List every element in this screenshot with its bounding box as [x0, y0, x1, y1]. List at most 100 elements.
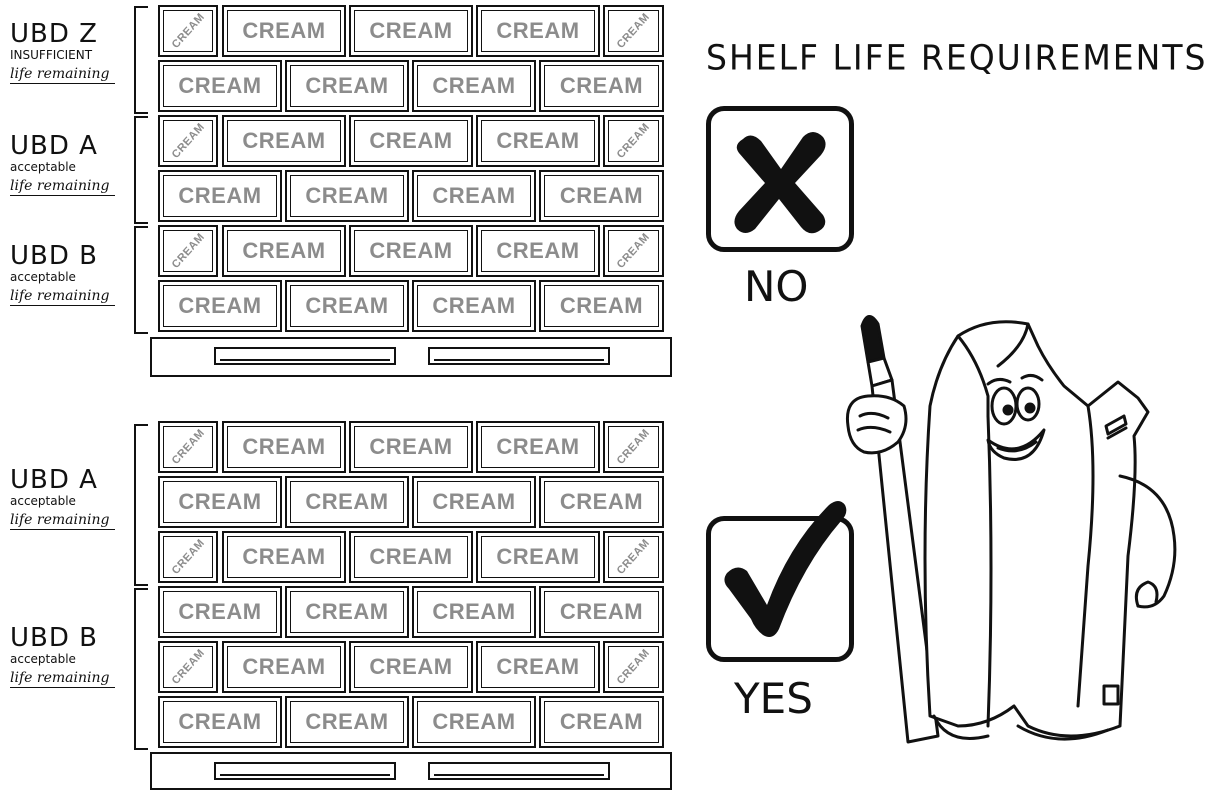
box-label: CREAM — [178, 489, 261, 515]
zone-remaining: life remaining — [10, 287, 115, 306]
box-label: CREAM — [242, 128, 325, 154]
box-label: CREAM — [305, 489, 388, 515]
cream-box: CREAM — [285, 170, 409, 222]
cream-box: CREAM — [158, 60, 282, 112]
zone-code: UBD A — [10, 466, 115, 494]
pallet-top-slot-right — [428, 347, 610, 365]
pallet-bottom-slot-right — [428, 762, 610, 780]
zone-label-ubd-b: UBD B acceptable life remaining — [10, 624, 115, 688]
cream-box-end: CREAM — [158, 115, 218, 167]
pallet-bottom-slot-left — [214, 762, 396, 780]
box-label: CREAM — [169, 121, 207, 161]
box-label: CREAM — [496, 434, 579, 460]
box-label: CREAM — [615, 647, 653, 687]
cream-box: CREAM — [349, 5, 473, 57]
box-label: CREAM — [242, 434, 325, 460]
cream-box: CREAM — [158, 280, 282, 332]
zone-bracket — [134, 424, 136, 586]
cream-box-end: CREAM — [603, 531, 664, 583]
cream-box: CREAM — [476, 115, 600, 167]
box-label: CREAM — [178, 599, 261, 625]
cream-box: CREAM — [349, 421, 473, 473]
cream-box-end: CREAM — [158, 641, 218, 693]
cream-box-end: CREAM — [158, 5, 218, 57]
zone-code: UBD Z — [10, 20, 115, 48]
box-label: CREAM — [178, 293, 261, 319]
cream-box: CREAM — [222, 115, 346, 167]
cream-box: CREAM — [222, 641, 346, 693]
cream-box: CREAM — [158, 476, 282, 528]
cream-box: CREAM — [476, 5, 600, 57]
cream-box: CREAM — [476, 225, 600, 277]
cream-box: CREAM — [158, 170, 282, 222]
box-label: CREAM — [615, 537, 653, 577]
cream-box: CREAM — [412, 60, 536, 112]
zone-qualifier: acceptable — [10, 270, 115, 285]
cream-box-end: CREAM — [603, 225, 664, 277]
cream-box-end: CREAM — [158, 421, 218, 473]
cream-box: CREAM — [158, 696, 282, 748]
zone-bracket — [134, 6, 136, 114]
box-label: CREAM — [496, 654, 579, 680]
box-row: CREAM CREAM CREAM CREAM CREAM — [158, 421, 664, 473]
cream-box-end: CREAM — [158, 225, 218, 277]
cream-box: CREAM — [285, 476, 409, 528]
box-label: CREAM — [305, 73, 388, 99]
cream-box: CREAM — [285, 280, 409, 332]
cream-box: CREAM — [349, 225, 473, 277]
box-label: CREAM — [432, 183, 515, 209]
box-label: CREAM — [169, 231, 207, 271]
zone-remaining: life remaining — [10, 65, 115, 84]
cream-box: CREAM — [222, 531, 346, 583]
cream-box: CREAM — [285, 586, 409, 638]
cream-box: CREAM — [412, 170, 536, 222]
box-label: CREAM — [496, 544, 579, 570]
cream-box: CREAM — [222, 421, 346, 473]
zone-bracket — [134, 116, 136, 224]
zone-label-ubd-z: UBD Z INSUFFICIENT life remaining — [10, 20, 115, 84]
zone-qualifier: acceptable — [10, 160, 115, 175]
cream-box-end: CREAM — [603, 641, 664, 693]
box-label: CREAM — [615, 427, 653, 467]
box-label: CREAM — [242, 238, 325, 264]
zone-bracket — [134, 588, 136, 750]
box-label: CREAM — [432, 709, 515, 735]
zone-label-ubd-a: UBD A acceptable life remaining — [10, 466, 115, 530]
cream-box: CREAM — [412, 586, 536, 638]
cream-box: CREAM — [349, 641, 473, 693]
pallet-top-slot-left — [214, 347, 396, 365]
box-label: CREAM — [496, 238, 579, 264]
no-label: NO — [744, 262, 808, 311]
page-title: SHELF LIFE REQUIREMENTS — [706, 37, 1207, 78]
carton-mascot-with-marker-icon — [838, 306, 1198, 746]
box-label: CREAM — [369, 238, 452, 264]
box-label: CREAM — [305, 293, 388, 319]
cream-box: CREAM — [285, 60, 409, 112]
box-row: CREAM CREAM CREAM CREAM CREAM — [158, 641, 664, 693]
box-label: CREAM — [560, 73, 643, 99]
box-label: CREAM — [169, 11, 207, 51]
cream-box: CREAM — [539, 60, 664, 112]
box-label: CREAM — [369, 18, 452, 44]
zone-code: UBD A — [10, 132, 115, 160]
box-label: CREAM — [432, 489, 515, 515]
cream-box: CREAM — [539, 696, 664, 748]
box-label: CREAM — [369, 434, 452, 460]
cream-box: CREAM — [158, 586, 282, 638]
zone-qualifier: INSUFFICIENT — [10, 48, 115, 63]
box-label: CREAM — [560, 489, 643, 515]
yes-box — [706, 516, 854, 662]
box-label: CREAM — [242, 654, 325, 680]
yes-label: YES — [734, 674, 813, 723]
zone-qualifier: acceptable — [10, 652, 115, 667]
box-label: CREAM — [496, 18, 579, 44]
box-label: CREAM — [432, 73, 515, 99]
